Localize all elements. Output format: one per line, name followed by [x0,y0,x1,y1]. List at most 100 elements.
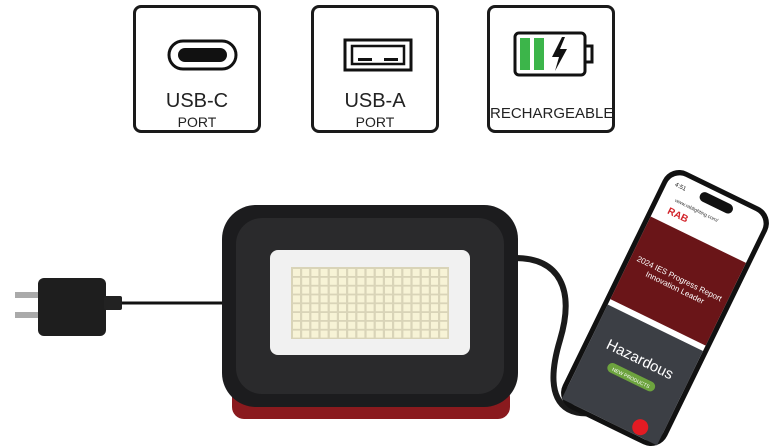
led-chip [293,277,300,285]
led-chip [421,286,429,294]
led-chip [394,321,402,329]
led-chip [311,286,319,294]
led-chip [302,269,310,276]
led-chip [403,286,411,294]
led-chip [293,304,300,312]
led-chip [311,277,319,285]
led-chip [357,321,365,329]
led-chip [412,330,420,338]
led-chip [357,313,365,320]
led-chip [421,321,429,329]
led-chip [339,304,346,312]
led-chip [366,269,374,276]
led-chip [375,313,383,320]
led-chip [366,330,374,338]
led-chip [421,313,429,320]
led-chip [293,269,300,276]
led-chip [440,295,448,303]
led-chip [339,330,346,338]
led-chip [431,295,438,303]
led-chip [403,277,411,285]
led-chip [302,295,310,303]
led-chip [357,330,365,338]
smartphone: 4:51 www.rablighting.com/ RAB 2024 IES P… [561,170,769,446]
led-chip [339,321,346,329]
led-chip [311,330,319,338]
led-chip [403,321,411,329]
led-chip [366,321,374,329]
badge-label: USB-C [165,90,229,112]
led-chip [366,277,374,285]
led-chip [339,269,346,276]
led-chip [348,286,356,294]
led-chip [394,313,402,320]
led-chip [412,321,420,329]
led-chip [412,286,420,294]
led-chip [421,304,429,312]
usb-c-port-icon [167,39,238,71]
led-chip [311,295,319,303]
led-chip [421,277,429,285]
led-chip [431,330,438,338]
led-chip [320,277,328,285]
led-chip [311,269,319,276]
led-chip [366,286,374,294]
led-chip [431,304,438,312]
led-chip [348,304,356,312]
led-chip [431,313,438,320]
led-chip [320,313,328,320]
led-chip [357,295,365,303]
led-chip [375,295,383,303]
led-chip [412,295,420,303]
led-chip [329,304,337,312]
led-chip [440,269,448,276]
badge-label: USB-A [344,90,406,112]
led-chip [431,321,438,329]
led-chip [293,313,300,320]
led-chip [385,277,392,285]
led-chip [403,330,411,338]
led-chip [293,295,300,303]
led-chip [375,304,383,312]
led-chip [348,330,356,338]
chat-button[interactable] [630,417,651,438]
led-chip [412,304,420,312]
led-chip [329,277,337,285]
wall-charger [15,278,122,336]
promo-banner[interactable] [610,216,746,346]
led-chip [320,269,328,276]
led-chip [293,286,300,294]
led-chip [339,286,346,294]
led-chip [311,304,319,312]
led-chip [329,330,337,338]
badge-sublabel: PORT [177,114,217,130]
usb-a-badge: USB-A PORT [311,5,439,133]
led-chip [440,330,448,338]
led-chip [440,321,448,329]
usb-c-badge: USB-C PORT [133,5,261,133]
led-chip [403,269,411,276]
led-chip [348,321,356,329]
new-products-button[interactable] [606,361,657,393]
led-chip [375,269,383,276]
led-chip [329,286,337,294]
led-chip [394,330,402,338]
led-chip [412,269,420,276]
led-chip [329,295,337,303]
led-chip [385,321,392,329]
led-dots [293,269,448,338]
led-chip [440,286,448,294]
led-chip [311,313,319,320]
led-chip [357,277,365,285]
badge-sublabel: PORT [355,114,395,130]
led-chip [348,269,356,276]
led-chip [375,277,383,285]
led-chip [440,277,448,285]
led-chip [394,277,402,285]
led-chip [403,295,411,303]
led-chip [320,286,328,294]
led-chip [311,321,319,329]
led-chip [431,286,438,294]
led-chip [385,313,392,320]
